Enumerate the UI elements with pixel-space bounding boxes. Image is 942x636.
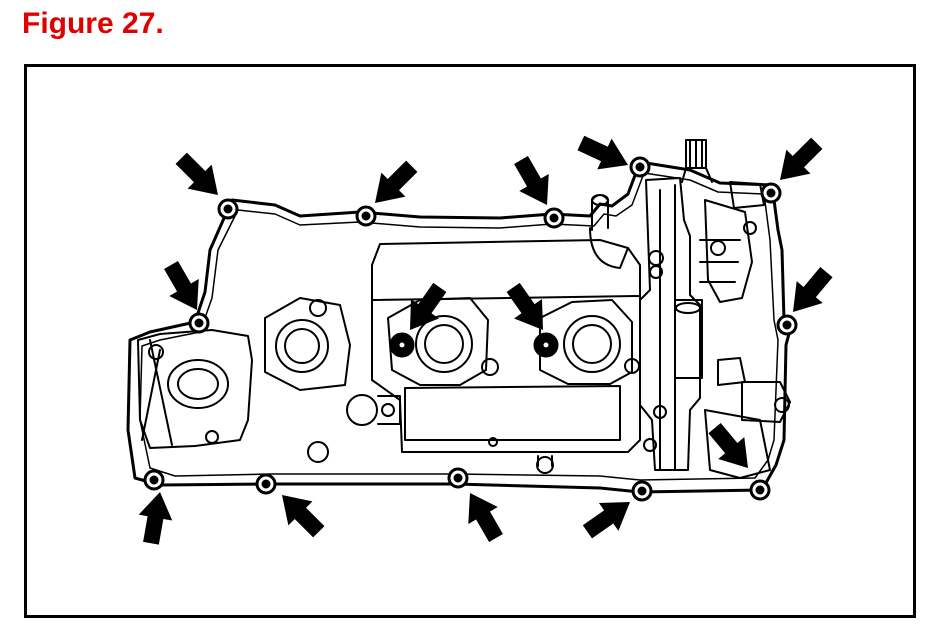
vvt-housing (639, 177, 701, 471)
arrow-icon (269, 482, 331, 544)
bolt-icon (217, 198, 239, 220)
bolt-icon (776, 314, 798, 336)
figure-title: Figure 27. (22, 7, 164, 40)
arrow-icon (577, 488, 640, 546)
bolt-icon (255, 473, 277, 495)
arrow-icon (767, 131, 829, 193)
bolt-icon (749, 479, 771, 501)
arrow-icon (573, 127, 636, 181)
center-bolts (389, 332, 559, 358)
arrow-icon (169, 146, 231, 208)
gasket-outline (139, 172, 779, 481)
arrow-icon (455, 484, 511, 547)
bolt-icon (447, 467, 469, 489)
bolt-icon (188, 312, 210, 334)
arrow-icon (499, 277, 557, 340)
left-outlet (137, 329, 253, 449)
plug-tube-1 (275, 319, 329, 373)
arrow-icon (156, 256, 212, 319)
bolt-icon (355, 205, 377, 227)
perimeter-bolts (143, 156, 798, 502)
bolt-icon (543, 207, 565, 229)
figure-frame (24, 64, 916, 618)
plug-tube-2 (415, 315, 473, 373)
bolt-icon (533, 332, 559, 358)
bolt-icon (629, 156, 651, 178)
arrow-icon (506, 151, 562, 214)
arrow-icon (779, 261, 840, 323)
center-panel (371, 239, 641, 453)
arrow-icon (362, 154, 424, 216)
plug-tube-3 (563, 315, 621, 373)
bolt-icon (760, 182, 782, 204)
bolt-icon (631, 480, 653, 502)
arrow-icon (134, 489, 177, 547)
bolt-icon (143, 469, 165, 491)
bolt-icon (389, 332, 415, 358)
